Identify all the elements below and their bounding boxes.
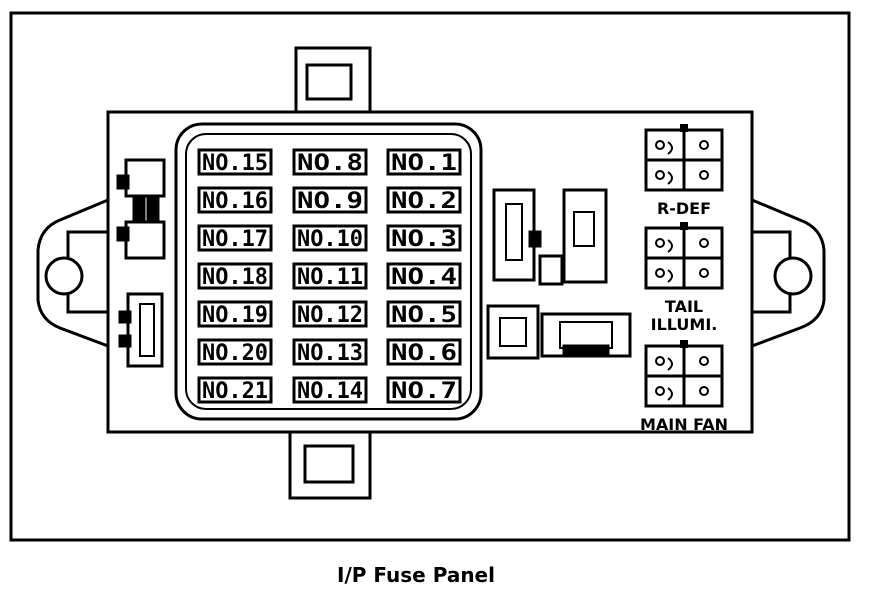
outer-frame	[9, 11, 851, 542]
fuse-slot: NO.11	[292, 262, 368, 290]
relay-label: TAIL	[665, 297, 703, 316]
middle-connector-lower-left	[486, 304, 540, 360]
fuse-label: NO.15	[202, 151, 268, 176]
relay: MAIN FAN	[640, 340, 728, 434]
fuse-label: NO.20	[202, 341, 268, 366]
fuse-slot: NO.19	[197, 300, 273, 328]
fuse-label: NO.17	[202, 227, 268, 252]
fuse-slot: NO.18	[197, 262, 273, 290]
fuse-label: NO.6	[391, 341, 457, 366]
fuse-slot: NO.5	[386, 300, 462, 328]
fuse-label: NO.7	[391, 379, 457, 404]
fuse-slot: NO.15	[197, 148, 273, 176]
fuse-slot: NO.7	[386, 376, 462, 404]
fuse-label: NO.1	[391, 151, 457, 176]
top-mounting-tab	[294, 46, 372, 112]
left-mounting-ear	[36, 198, 109, 348]
fuse-label: NO.18	[202, 265, 268, 290]
relay-label: R-DEF	[657, 199, 711, 218]
fuse-slot: NO.6	[386, 338, 462, 366]
fuse-slot: NO.17	[197, 224, 273, 252]
fuse-slot: NO.12	[292, 300, 368, 328]
right-mounting-ear	[751, 198, 826, 348]
fuse-label: NO.11	[297, 265, 363, 290]
bottom-mounting-tab	[288, 432, 372, 500]
middle-connector-lower-right	[540, 312, 632, 358]
fuse-label: NO.13	[297, 341, 363, 366]
fuse-slot: NO.16	[197, 186, 273, 214]
fuse-slot: NO.20	[197, 338, 273, 366]
fuse-slot: NO.21	[197, 376, 273, 404]
fuse-slot: NO.9	[292, 186, 368, 214]
fuse-slot: NO.8	[292, 148, 368, 176]
fuse-label: NO.21	[202, 379, 268, 404]
fuse-label: NO.2	[391, 189, 457, 214]
relay-label: MAIN FAN	[640, 415, 728, 434]
relay: R-DEF	[644, 124, 724, 218]
fuse-label: NO.4	[391, 265, 457, 290]
fuse-label: NO.10	[297, 227, 363, 252]
fuse-slot: NO.14	[292, 376, 368, 404]
fuse-grid: NO.15 NO.8 NO.1NO.16 NO.9 NO.2NO.17 NO.10 NO.3…	[197, 148, 462, 404]
fuse-label: NO.16	[202, 189, 268, 214]
fuse-label: NO.3	[391, 227, 457, 252]
fuse-label: NO.12	[297, 303, 363, 328]
fuse-slot: NO.2	[386, 186, 462, 214]
left-connector-top	[116, 158, 166, 260]
fuse-block-inner	[185, 133, 472, 410]
middle-connector-upper-left	[492, 188, 542, 282]
fuse-label: NO.19	[202, 303, 268, 328]
middle-connector-upper-right	[538, 188, 608, 286]
relay-label: ILLUMI.	[651, 315, 718, 334]
fuse-slot: NO.1	[386, 148, 462, 176]
left-connector-bottom	[118, 292, 164, 368]
fuse-label: NO.8	[297, 151, 363, 176]
fuse-slot: NO.13	[292, 338, 368, 366]
fuse-label: NO.9	[297, 189, 363, 214]
fuse-slot: NO.10	[292, 224, 368, 252]
fuse-slot: NO.4	[386, 262, 462, 290]
fuse-slot: NO.3	[386, 224, 462, 252]
fuse-label: NO.5	[391, 303, 457, 328]
panel-caption: I/P Fuse Panel	[337, 563, 495, 587]
fuse-label: NO.14	[297, 379, 363, 404]
